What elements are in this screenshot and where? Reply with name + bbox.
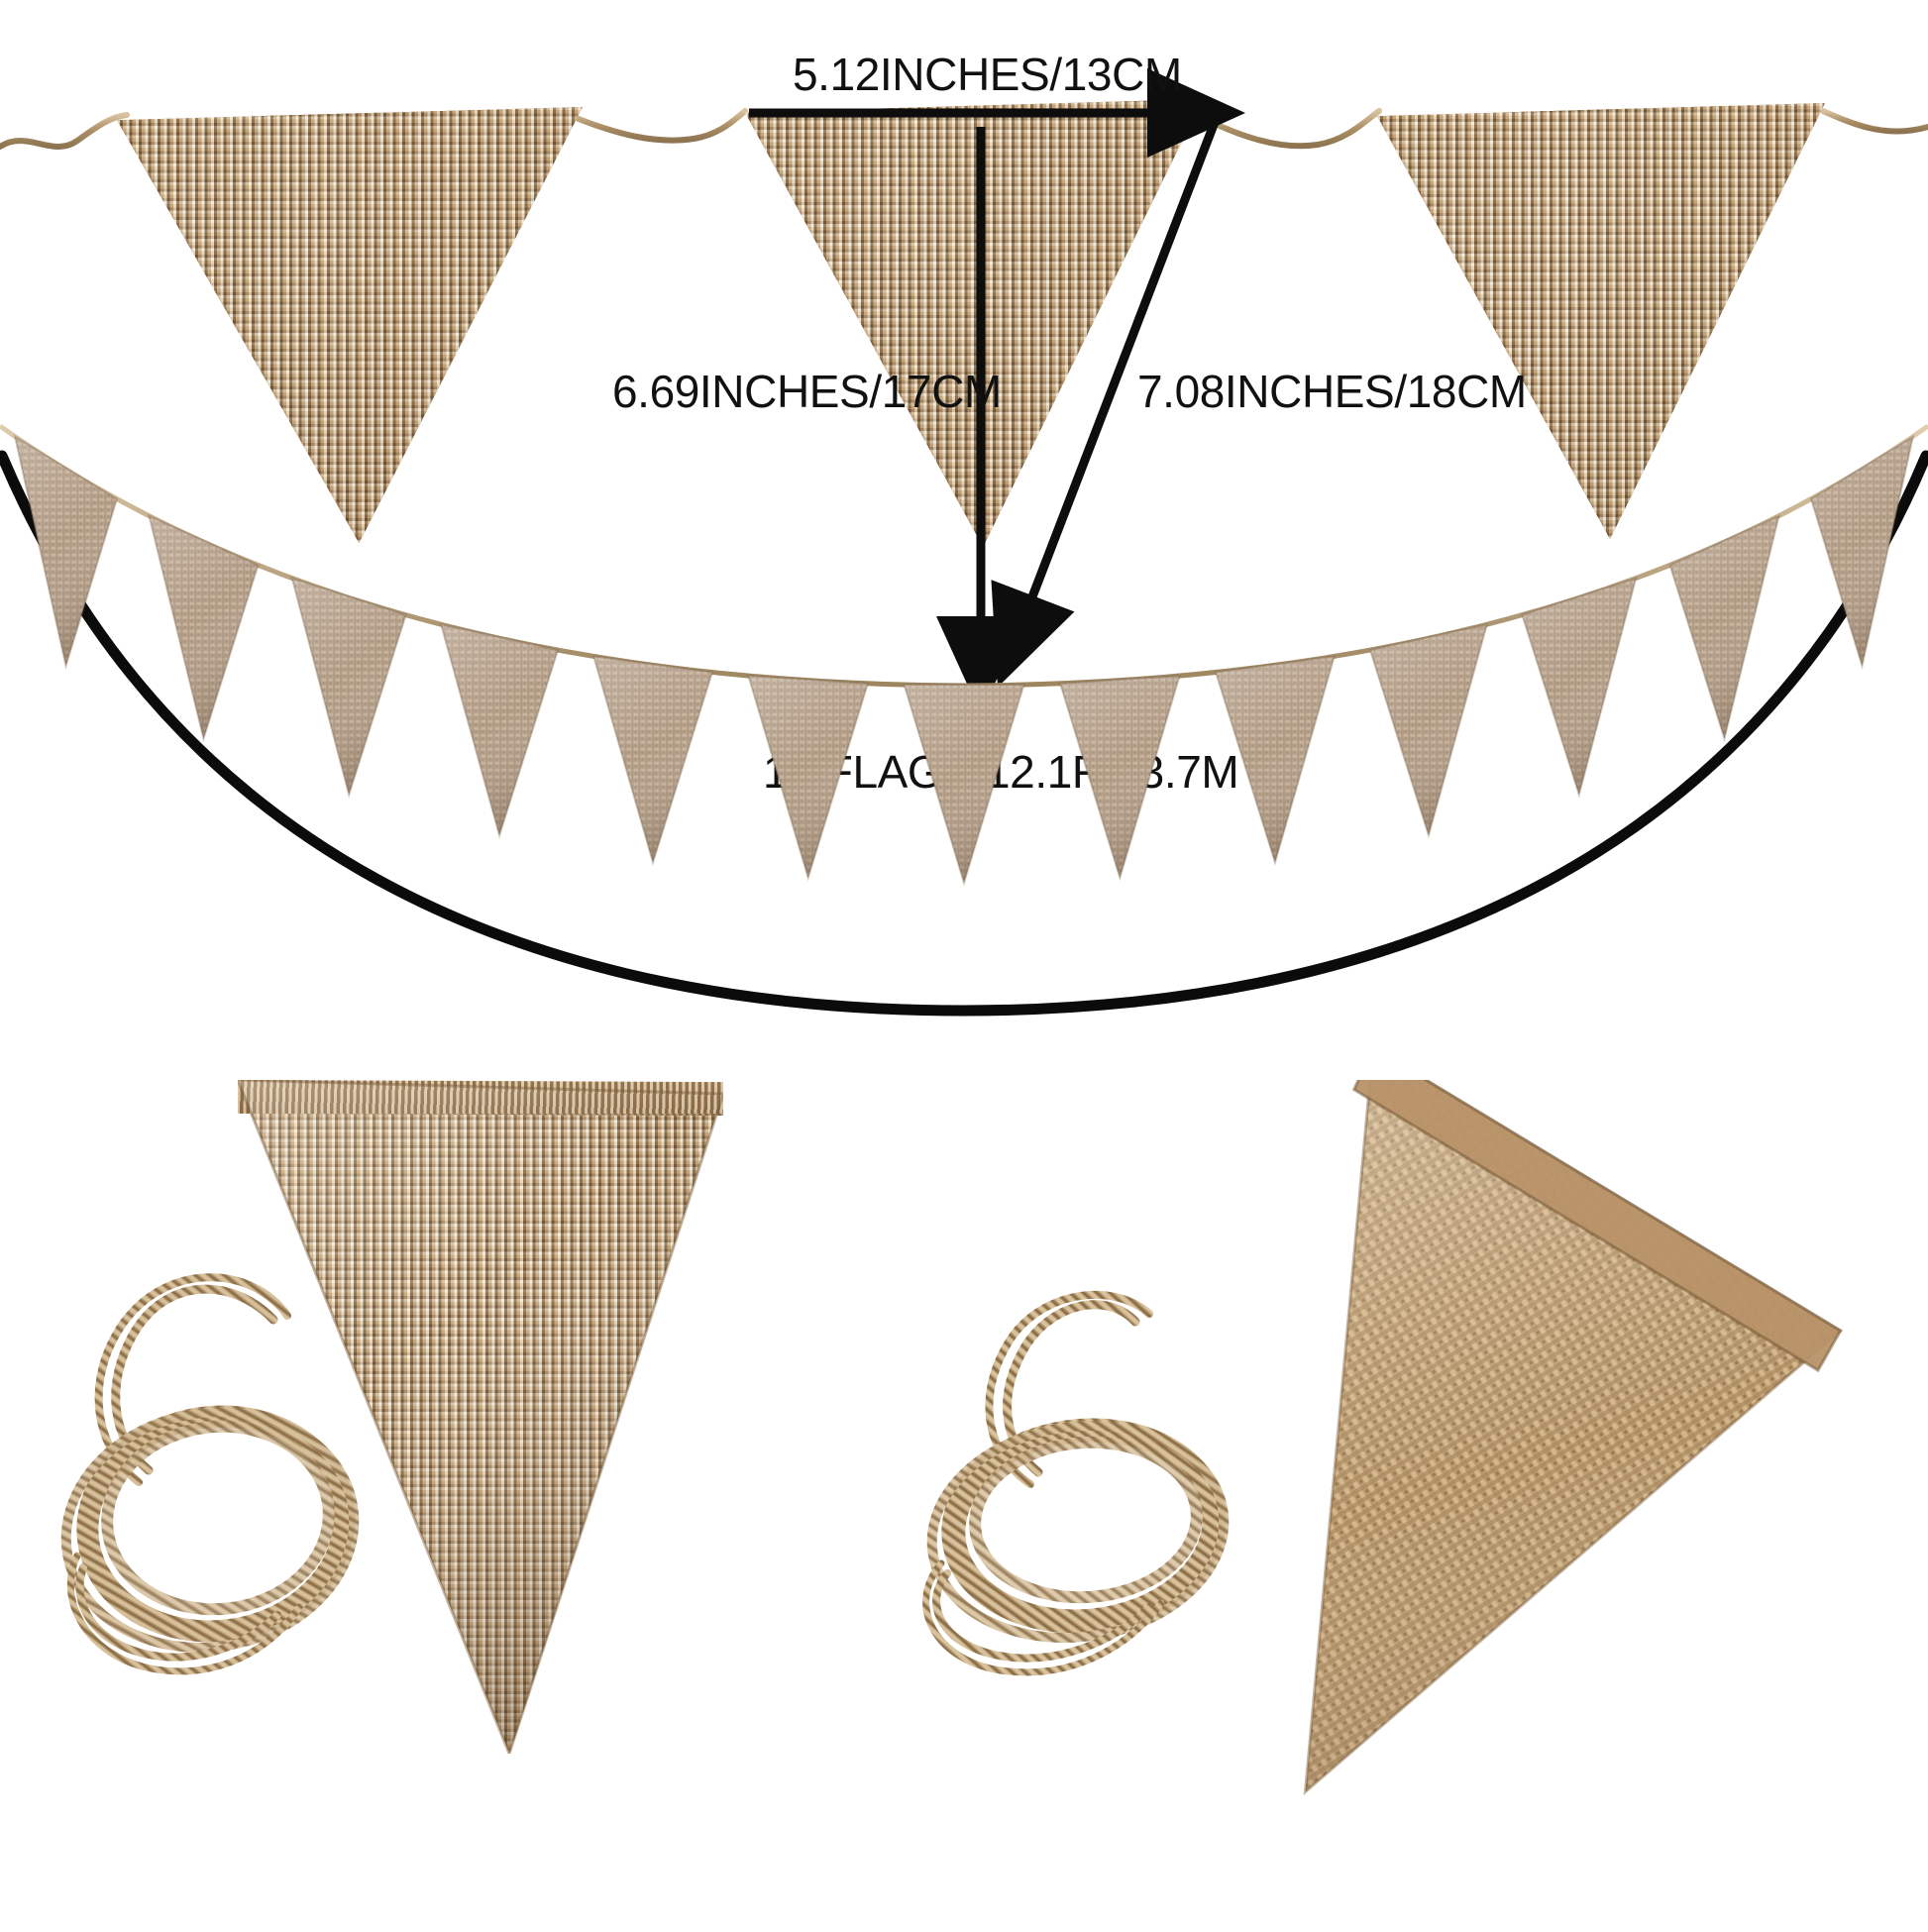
top-pennant-3 <box>1377 103 1825 539</box>
garland-pennant-shading <box>15 436 118 667</box>
slant-arrow <box>991 115 1222 688</box>
pennant-top-hem <box>238 1080 723 1116</box>
garland-pennant-edge <box>1521 577 1638 799</box>
garland-pennant-edge <box>1668 513 1781 743</box>
width-dimension-label: 5.12INCHES/13CM <box>793 49 1182 100</box>
garland-pennant-shading <box>593 656 712 863</box>
garland-pennant-shading <box>1810 436 1913 667</box>
pennant-top-hem <box>1353 1080 1841 1371</box>
hanging-garland <box>0 423 1928 887</box>
detail-photo-angled <box>922 1080 1922 1932</box>
garland-pennant-edge <box>290 577 407 799</box>
garland-pennant-edge <box>1214 655 1337 866</box>
garland-pennant-edge <box>903 684 1025 887</box>
garland-pennant-edge <box>147 513 260 743</box>
garland-pennant-shading <box>1060 676 1180 878</box>
pennant-cloth <box>238 1080 723 1754</box>
detail-photo-front <box>40 1080 911 1912</box>
garland-pennant-edge <box>1368 622 1489 839</box>
vertical-height-dimension-label: 6.69INCHES/17CM <box>612 366 1002 417</box>
garland-pennant-edge <box>747 675 870 882</box>
garland-pennant-shading <box>1522 578 1637 796</box>
garland-pennant-shading <box>1369 624 1487 836</box>
garland-pennant-edge <box>1809 434 1915 670</box>
garland-pennant-shading <box>149 515 259 739</box>
garland-pennant-shading <box>441 624 559 836</box>
garland-pennant-shading <box>291 578 406 796</box>
twine-coil-angled <box>922 1290 1230 1676</box>
top-pennant-2 <box>745 99 1203 547</box>
dimension-arrows <box>749 68 1245 713</box>
garland-pennant-shading <box>1216 656 1335 863</box>
garland-pennant-edge <box>591 655 714 866</box>
pennant-front-view <box>238 1080 723 1754</box>
garland-pennant-edge <box>1058 675 1181 882</box>
pennant-angled-view <box>1303 1080 1844 1796</box>
garland-pennant-shading <box>904 685 1024 884</box>
garland-pennant-shading <box>748 676 868 878</box>
garland-pennant-edge <box>439 622 560 839</box>
top-pennant-1 <box>117 107 583 543</box>
garland-pennant-edge <box>13 434 119 670</box>
total-length-arc <box>0 450 1928 1017</box>
garland-pennant-shading <box>1669 515 1779 739</box>
slant-height-dimension-label: 7.08INCHES/18CM <box>1137 366 1527 417</box>
